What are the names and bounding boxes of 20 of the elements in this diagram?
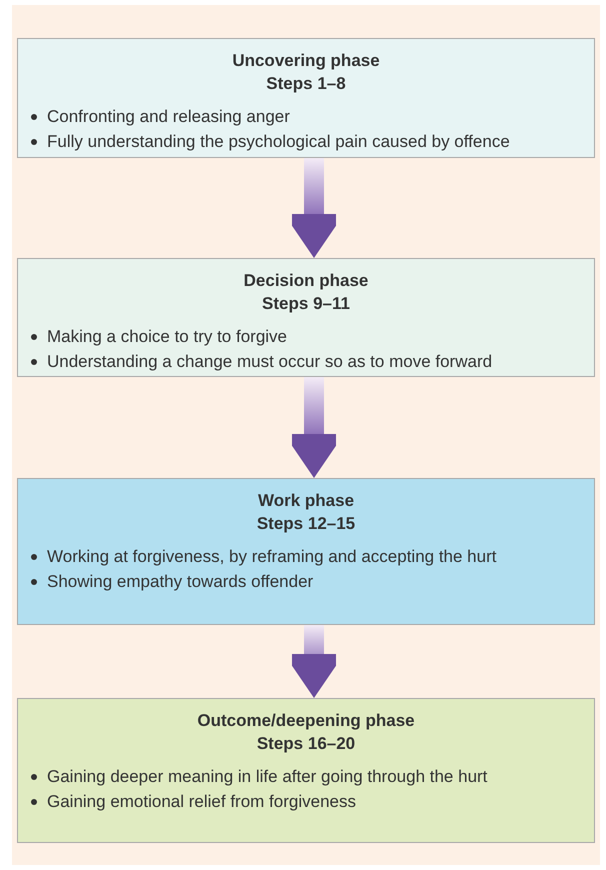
steps-label: Steps 12–15: [256, 513, 356, 535]
phase-title: Uncovering phase: [231, 50, 381, 72]
phase-box: [17, 478, 595, 625]
phase-title: Decision phase: [242, 270, 370, 292]
bullet-point: Gaining deeper meaning in life after going through the hurt: [30, 765, 582, 788]
bullet-point: Making a choice to try to forgive: [30, 325, 582, 348]
phase-title: Work phase: [256, 490, 356, 512]
phase-title: Outcome/deepening phase: [196, 710, 416, 732]
steps-label: Steps 1–8: [265, 73, 347, 95]
bullet-point: Fully understanding the psychological pain caused by offence: [30, 130, 582, 153]
steps-label: Steps 16–20: [256, 733, 356, 755]
bullet-point: Showing empathy towards offender: [30, 570, 582, 593]
bullet-point: Confronting and releasing anger: [30, 105, 582, 128]
bullet-point: Gaining emotional relief from forgiveness: [30, 790, 582, 813]
phase-box: [17, 38, 595, 158]
phase-box: [17, 258, 595, 377]
bullet-point: Working at forgiveness, by reframing and accepting the hurt: [30, 545, 582, 568]
steps-label: Steps 9–11: [261, 293, 351, 315]
phase-box: [17, 698, 595, 843]
bullet-point: Understanding a change must occur so as to move forward: [30, 350, 582, 373]
